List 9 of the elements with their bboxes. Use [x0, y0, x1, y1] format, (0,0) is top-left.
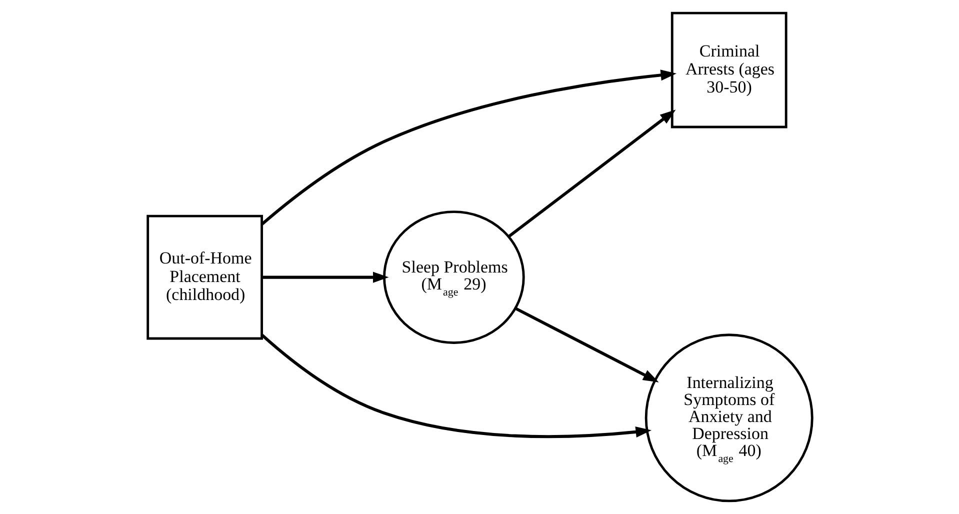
- node-circle: Internalizing Symptoms of Anxiety and Depression (M$_{age}$ 40): [644, 334, 813, 502]
- arrow: [262, 272, 388, 283]
- arrow: [260, 70, 676, 226]
- node-box: Criminal Arrests (ages 30-50): [670, 12, 787, 128]
- node-box: Out-of-Home Placement (childhood): [146, 214, 263, 340]
- node-circle: Sleep Problems (M$_{age}$ 29): [382, 210, 524, 344]
- arrow: [260, 334, 652, 438]
- arrow: [514, 307, 658, 382]
- arrow: [507, 110, 676, 238]
